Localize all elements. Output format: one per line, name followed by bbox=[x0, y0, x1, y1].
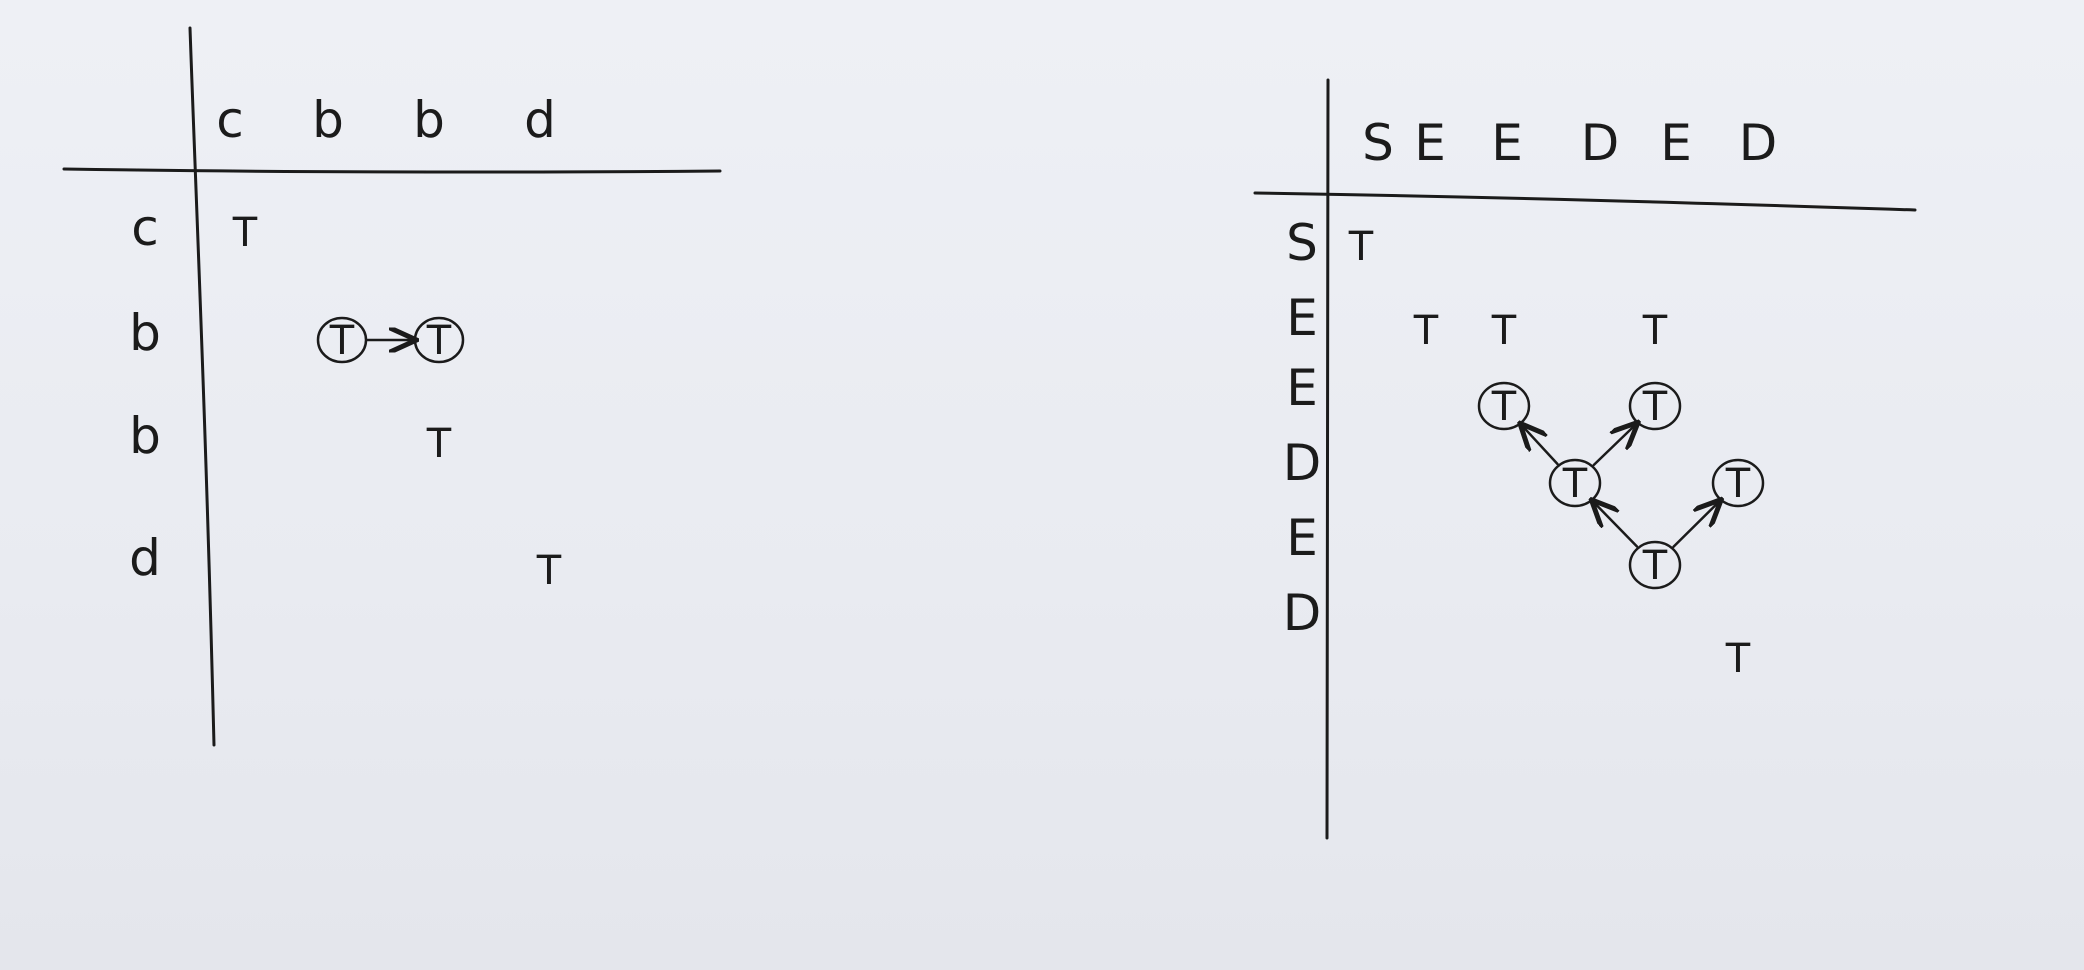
right-column-header: D bbox=[1739, 114, 1778, 172]
right-cell-mark: T bbox=[1562, 461, 1588, 507]
right-cell-mark: T bbox=[1348, 224, 1374, 270]
right-row-header: D bbox=[1283, 584, 1322, 642]
left-column-header: b bbox=[312, 91, 344, 149]
right-column-header: E bbox=[1660, 114, 1692, 172]
left-cell-mark: T bbox=[329, 318, 355, 364]
right-cell-mark: T bbox=[1491, 384, 1517, 430]
right-cell-mark: T bbox=[1642, 543, 1668, 589]
right-row-header: S bbox=[1286, 214, 1318, 272]
left-cell-mark: T bbox=[232, 210, 258, 256]
left-row-header: b bbox=[129, 407, 161, 465]
left-row-header: b bbox=[129, 304, 161, 362]
right-arrow bbox=[1522, 425, 1559, 466]
right-row-header: E bbox=[1286, 289, 1318, 347]
right-arrow bbox=[1672, 501, 1719, 548]
left-row-header: d bbox=[129, 529, 161, 587]
left-row-header: c bbox=[131, 199, 159, 257]
right-cell-mark: T bbox=[1725, 636, 1751, 682]
right-cell-mark: T bbox=[1491, 308, 1517, 354]
right-arrows bbox=[1522, 424, 1720, 548]
right-cell-mark: T bbox=[1725, 461, 1751, 507]
right-row-header: E bbox=[1286, 509, 1318, 567]
right-column-header: S bbox=[1362, 114, 1394, 172]
right-arrow bbox=[1592, 424, 1637, 467]
left-column-header: b bbox=[413, 91, 445, 149]
left-column-header: d bbox=[524, 91, 556, 149]
right-arrow bbox=[1593, 502, 1639, 548]
right-cell-circle bbox=[1628, 381, 1682, 431]
right-cell-circle bbox=[1628, 540, 1682, 590]
right-row-header: D bbox=[1283, 434, 1322, 492]
left-cell-mark: T bbox=[426, 421, 452, 467]
right-column-header: D bbox=[1581, 114, 1620, 172]
left-column-header: c bbox=[216, 91, 244, 149]
right-cell-mark: T bbox=[1642, 384, 1668, 430]
right-grid-vertical-axis bbox=[1325, 78, 1331, 840]
left-cell-mark: T bbox=[536, 548, 562, 594]
left-grid-vertical-axis bbox=[188, 26, 216, 747]
right-cell-circle bbox=[1711, 458, 1765, 508]
right-column-header: E bbox=[1414, 114, 1446, 172]
right-grid-horizontal-axis bbox=[1253, 191, 1917, 212]
right-column-header: E bbox=[1491, 114, 1523, 172]
left-grid-horizontal-axis bbox=[62, 167, 722, 174]
right-cell-circle bbox=[1477, 381, 1531, 431]
right-cell-circle bbox=[1548, 458, 1602, 508]
right-cell-mark: T bbox=[1413, 308, 1439, 354]
right-row-header: E bbox=[1286, 359, 1318, 417]
left-cell-mark: T bbox=[426, 318, 452, 364]
left-cells: T T T T T bbox=[232, 210, 562, 594]
right-cell-mark: T bbox=[1642, 308, 1668, 354]
